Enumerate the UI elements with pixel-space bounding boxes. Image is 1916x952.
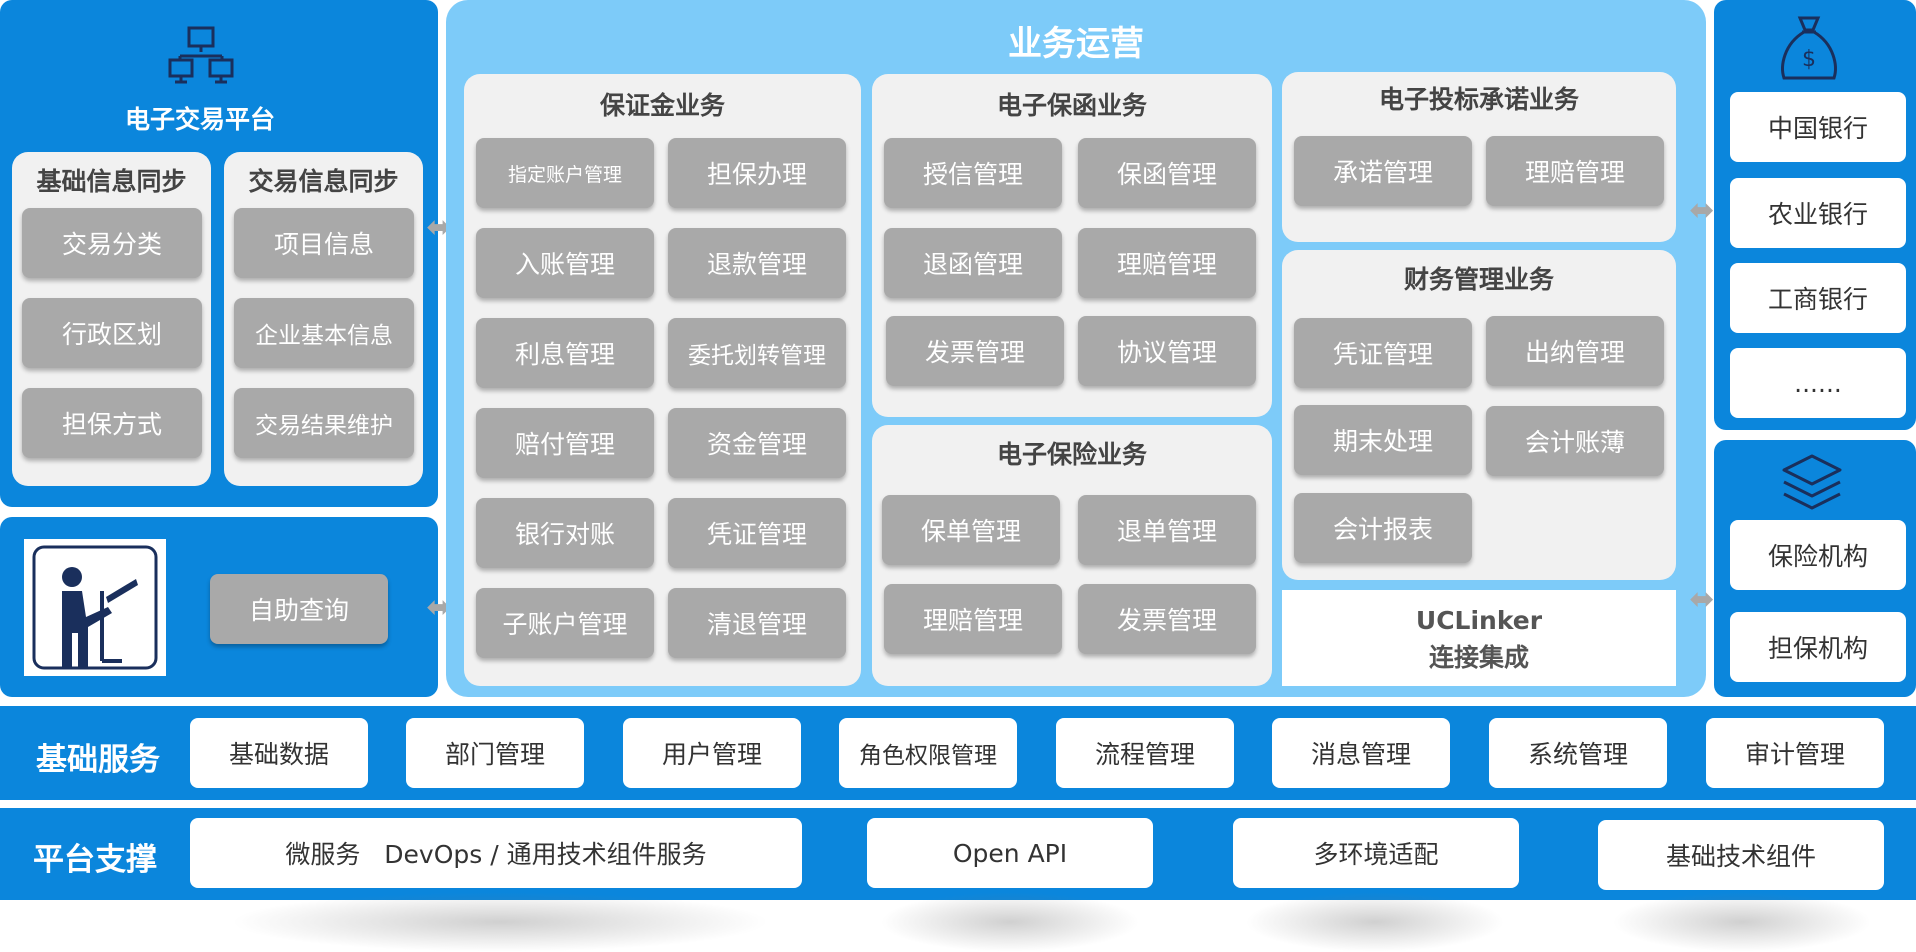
bar-shadow: [880, 892, 1140, 952]
insurance-item[interactable]: 理赔管理: [884, 584, 1062, 654]
layers-icon: [1780, 452, 1844, 518]
institution-item[interactable]: 担保机构: [1730, 612, 1906, 682]
bidirectional-arrow-icon: ⬌: [1689, 193, 1715, 228]
uclinker-box: UCLinker 连接集成: [1282, 590, 1676, 686]
guarantee-item[interactable]: 理赔管理: [1078, 228, 1256, 298]
self-query-button[interactable]: 自助查询: [210, 574, 388, 644]
bank-item[interactable]: 工商银行: [1730, 263, 1906, 333]
deposit-item[interactable]: 指定账户管理: [476, 138, 654, 208]
trade-sync-item[interactable]: 交易结果维护: [234, 388, 414, 458]
basic-service-item[interactable]: 基础数据: [190, 718, 368, 788]
trade-info-sync-title: 交易信息同步: [248, 167, 399, 196]
self-service-kiosk-icon: [24, 539, 166, 676]
trading-platform-panel: 电子交易平台 基础信息同步 交易分类 行政区划 担保方式 交易信息同步 项目信息…: [0, 0, 438, 507]
deposit-item[interactable]: 资金管理: [668, 408, 846, 478]
finance-panel: 财务管理业务 凭证管理 出纳管理 期末处理 会计账薄 会计报表: [1282, 250, 1676, 580]
bid-promise-title: 电子投标承诺业务: [1378, 85, 1579, 114]
basic-service-item[interactable]: 部门管理: [406, 718, 584, 788]
platform-support-item[interactable]: Open API: [867, 818, 1153, 888]
deposit-item[interactable]: 利息管理: [476, 318, 654, 388]
bank-item[interactable]: 中国银行: [1730, 92, 1906, 162]
trade-info-sync-panel: 交易信息同步 项目信息 企业基本信息 交易结果维护: [224, 152, 423, 486]
guarantee-item[interactable]: 协议管理: [1078, 316, 1256, 386]
bid-promise-item[interactable]: 承诺管理: [1294, 136, 1472, 206]
deposit-item[interactable]: 退款管理: [668, 228, 846, 298]
deposit-business-panel: 保证金业务 指定账户管理 担保办理 入账管理 退款管理 利息管理 委托划转管理 …: [464, 74, 861, 686]
business-operations-panel: 业务运营 保证金业务 指定账户管理 担保办理 入账管理 退款管理 利息管理 委托…: [446, 0, 1706, 697]
deposit-item[interactable]: 赔付管理: [476, 408, 654, 478]
finance-item[interactable]: 会计账薄: [1486, 406, 1664, 476]
platform-support-bar: 平台支撑 微服务 DevOps / 通用技术组件服务 Open API 多环境适…: [0, 808, 1916, 900]
deposit-item[interactable]: 清退管理: [668, 588, 846, 658]
computer-network-icon: [168, 24, 234, 90]
bidirectional-arrow-icon: ⬌: [1689, 582, 1715, 617]
institutions-panel: 保险机构 担保机构: [1714, 440, 1916, 697]
basic-services-bar: 基础服务 基础数据 部门管理 用户管理 角色权限管理 流程管理 消息管理 系统管…: [0, 706, 1916, 800]
basic-service-item[interactable]: 用户管理: [623, 718, 801, 788]
basic-service-item[interactable]: 审计管理: [1706, 718, 1884, 788]
business-operations-title: 业务运营: [1008, 24, 1144, 64]
uclinker-subtitle: 连接集成: [1428, 643, 1529, 672]
bar-shadow: [1245, 892, 1505, 952]
deposit-business-title: 保证金业务: [599, 91, 725, 120]
platform-support-item[interactable]: 基础技术组件: [1598, 820, 1884, 890]
self-service-panel: 自助查询: [0, 517, 438, 697]
basic-services-title: 基础服务: [36, 742, 160, 778]
basic-sync-item[interactable]: 交易分类: [22, 208, 202, 278]
e-insurance-title: 电子保险业务: [996, 440, 1147, 469]
guarantee-item[interactable]: 授信管理: [884, 138, 1062, 208]
insurance-item[interactable]: 发票管理: [1078, 584, 1256, 654]
deposit-item[interactable]: 入账管理: [476, 228, 654, 298]
basic-sync-item[interactable]: 行政区划: [22, 298, 202, 368]
banks-panel: $ 中国银行 农业银行 工商银行 ......: [1714, 0, 1916, 430]
basic-service-item[interactable]: 流程管理: [1056, 718, 1234, 788]
platform-support-item[interactable]: 微服务 DevOps / 通用技术组件服务: [190, 818, 802, 888]
bar-shadow: [1612, 892, 1872, 952]
platform-support-title: 平台支撑: [33, 842, 157, 878]
e-guarantee-panel: 电子保函业务 授信管理 保函管理 退函管理 理赔管理 发票管理 协议管理: [872, 74, 1272, 417]
finance-item[interactable]: 出纳管理: [1486, 316, 1664, 386]
uclinker-name: UCLinker: [1415, 606, 1543, 635]
institution-item[interactable]: 保险机构: [1730, 520, 1906, 590]
insurance-item[interactable]: 保单管理: [882, 495, 1060, 565]
svg-text:$: $: [1802, 47, 1816, 72]
finance-item[interactable]: 期末处理: [1294, 405, 1472, 475]
deposit-item[interactable]: 银行对账: [476, 498, 654, 568]
deposit-item[interactable]: 委托划转管理: [668, 318, 846, 388]
basic-info-sync-title: 基础信息同步: [36, 167, 187, 196]
deposit-item[interactable]: 凭证管理: [668, 498, 846, 568]
basic-service-item[interactable]: 角色权限管理: [839, 718, 1017, 788]
finance-item[interactable]: 会计报表: [1294, 493, 1472, 563]
basic-service-item[interactable]: 系统管理: [1489, 718, 1667, 788]
bank-item[interactable]: 农业银行: [1730, 178, 1906, 248]
guarantee-item[interactable]: 发票管理: [886, 316, 1064, 386]
basic-sync-item[interactable]: 担保方式: [22, 388, 202, 458]
trade-sync-item[interactable]: 企业基本信息: [234, 298, 414, 368]
insurance-item[interactable]: 退单管理: [1078, 495, 1256, 565]
trade-sync-item[interactable]: 项目信息: [234, 208, 414, 278]
finance-item[interactable]: 凭证管理: [1294, 318, 1472, 388]
basic-info-sync-panel: 基础信息同步 交易分类 行政区划 担保方式: [12, 152, 211, 486]
guarantee-item[interactable]: 退函管理: [884, 228, 1062, 298]
guarantee-item[interactable]: 保函管理: [1078, 138, 1256, 208]
money-bag-icon: $: [1776, 14, 1842, 86]
trading-platform-title: 电子交易平台: [124, 105, 275, 134]
e-insurance-panel: 电子保险业务 保单管理 退单管理 理赔管理 发票管理: [872, 425, 1272, 686]
deposit-item[interactable]: 担保办理: [668, 138, 846, 208]
platform-support-item[interactable]: 多环境适配: [1233, 818, 1519, 888]
bid-promise-item[interactable]: 理赔管理: [1486, 136, 1664, 206]
deposit-item[interactable]: 子账户管理: [476, 588, 654, 658]
bar-shadow: [230, 892, 770, 952]
e-guarantee-title: 电子保函业务: [996, 91, 1147, 120]
bid-promise-panel: 电子投标承诺业务 承诺管理 理赔管理: [1282, 72, 1676, 242]
bank-item[interactable]: ......: [1730, 348, 1906, 418]
finance-title: 财务管理业务: [1403, 265, 1554, 294]
basic-service-item[interactable]: 消息管理: [1272, 718, 1450, 788]
